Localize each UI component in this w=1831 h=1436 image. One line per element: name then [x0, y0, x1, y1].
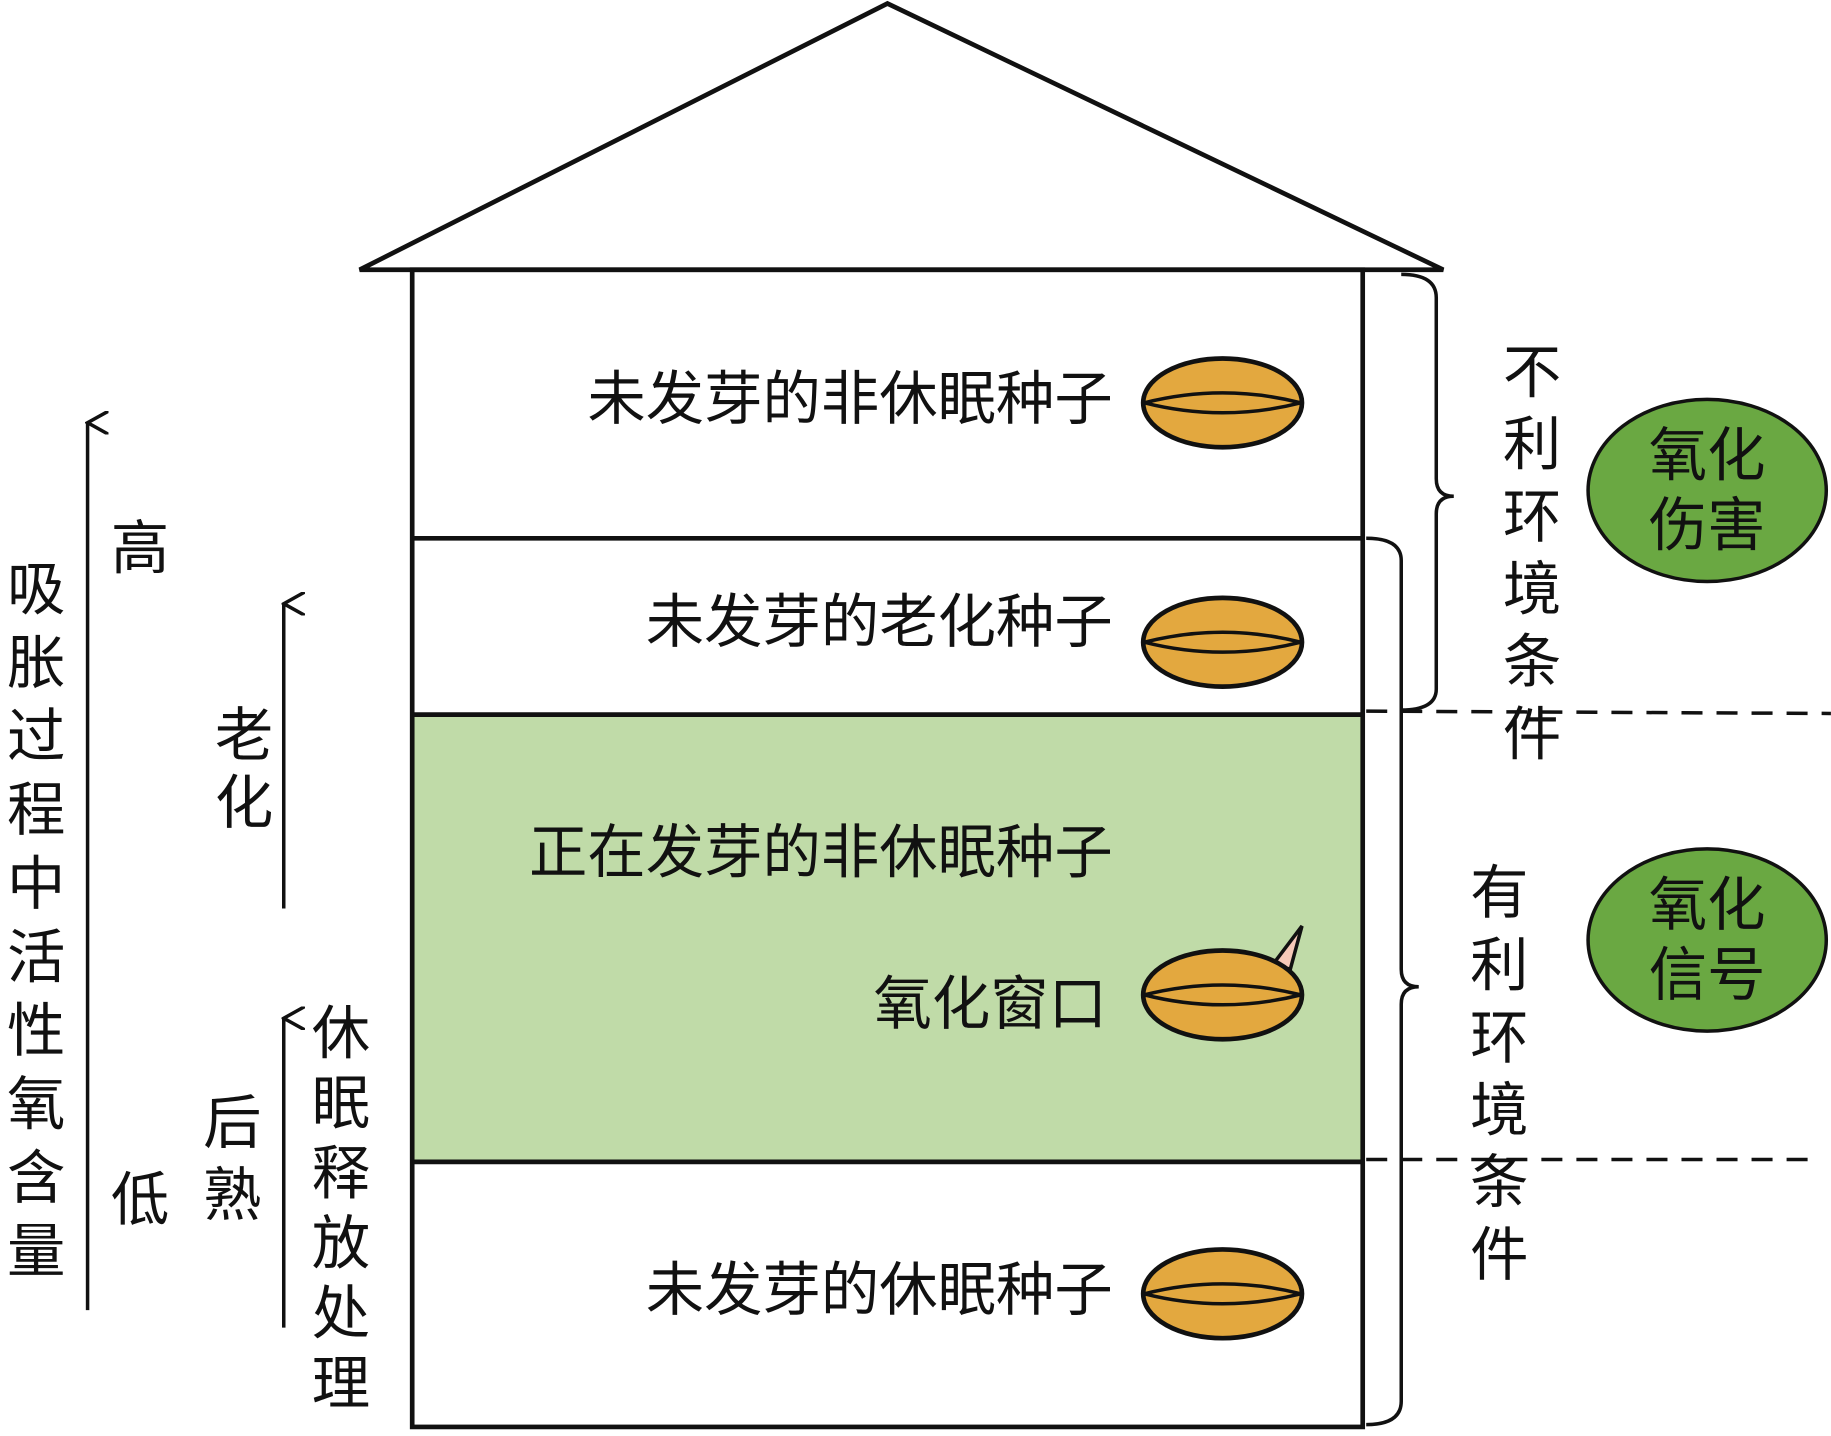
label-dormant-seed: 未发芽的休眠种子 — [645, 1256, 1113, 1325]
oxidative-damage-text: 氧化 伤害 — [1590, 420, 1824, 560]
germinating-seed-icon — [1140, 924, 1305, 1042]
label-unfavorable-conditions: 不利环境条件 — [1493, 340, 1562, 776]
oxidative-signal-circle — [1586, 847, 1829, 1033]
building-outline — [409, 267, 1366, 1430]
seed-icon — [1140, 356, 1305, 450]
oxidative-signal-line1: 氧化 — [1648, 871, 1766, 939]
oxidative-damage-line2: 伤害 — [1648, 491, 1766, 560]
dashed-boundary — [1366, 709, 1831, 716]
roof — [358, 0, 1445, 273]
label-low: 低 — [110, 1166, 170, 1235]
oxidative-damage-line1: 氧化 — [1648, 421, 1766, 490]
label-ros-content-axis: 吸胀过程中活性氧含量 — [0, 558, 66, 1294]
label-germinating-seed: 正在发芽的非休眠种子 — [528, 818, 1113, 887]
oxidative-signal-text: 氧化 信号 — [1590, 870, 1824, 1010]
seed-icon — [1140, 595, 1305, 689]
brace-unfavorable — [1401, 272, 1454, 712]
label-aged-seed: 未发芽的老化种子 — [645, 588, 1113, 657]
label-nondormant-seed: 未发芽的非休眠种子 — [587, 365, 1113, 434]
oxidative-damage-circle — [1586, 397, 1829, 584]
germinating-zone — [412, 714, 1363, 1162]
label-dormancy-release: 休眠释放处理 — [302, 1001, 371, 1423]
label-aging: 老化 — [205, 704, 274, 840]
label-after-ripening: 后熟 — [193, 1091, 262, 1237]
label-favorable-conditions: 有利环境条件 — [1460, 861, 1529, 1297]
seed-icon — [1140, 1247, 1305, 1341]
brace-favorable — [1366, 536, 1419, 1427]
oxidative-signal-line2: 信号 — [1648, 941, 1766, 1009]
label-oxidative-window: 氧化窗口 — [873, 970, 1107, 1039]
label-high: 高 — [110, 514, 170, 583]
